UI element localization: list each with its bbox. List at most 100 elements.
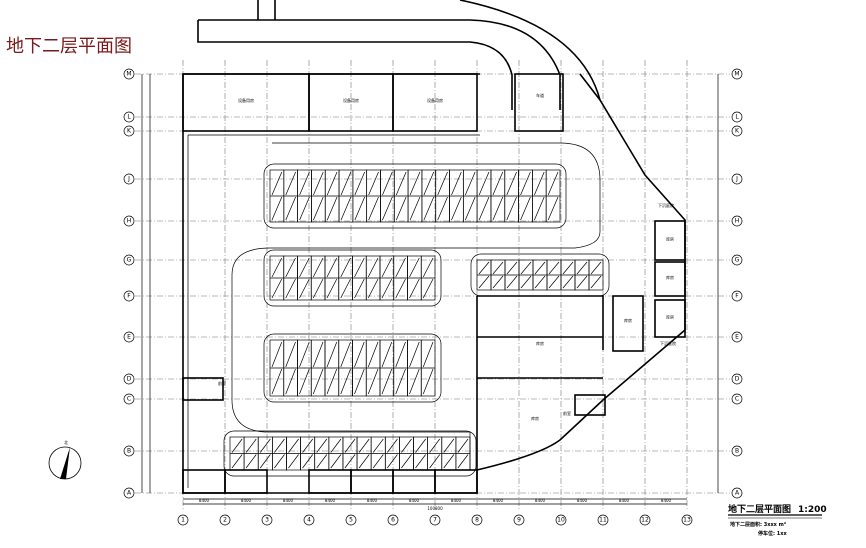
axis-label-H-right: H	[735, 218, 740, 225]
parking-stall-marking	[288, 438, 299, 453]
north-label: 北	[64, 439, 68, 445]
parking-stall-marking	[534, 171, 545, 196]
parking-stall-marking	[590, 275, 602, 289]
storage-room	[654, 299, 686, 338]
axis-bubble-H	[123, 215, 135, 227]
parking-stall-marking	[285, 341, 296, 368]
title-block-parking: 停车位: 1xx	[758, 530, 787, 537]
parking-stall-marking	[520, 275, 532, 289]
title-block-scale: 1:200	[798, 505, 827, 515]
axis-bubble-M-right	[731, 68, 743, 80]
parking-stall-marking	[340, 171, 352, 196]
parking-stall-marking	[354, 368, 365, 395]
parking-stall-marking	[520, 171, 531, 196]
parking-stall-marking	[387, 438, 398, 453]
ramp-room	[514, 73, 564, 132]
parking-stall-marking	[382, 196, 393, 221]
parking-stall-marking	[562, 261, 574, 275]
axis-bubble-J-right	[731, 173, 743, 185]
parking-stall-marking	[245, 454, 257, 469]
parking-stall-marking	[520, 261, 532, 275]
parking-stall-marking	[548, 261, 560, 275]
axis-bubble-B-right	[731, 445, 743, 457]
parking-stall-marking	[340, 341, 351, 368]
axis-label-K-right: K	[735, 128, 740, 135]
parking-stall-marking	[465, 171, 476, 196]
parking-stall-marking	[313, 171, 324, 196]
parking-stall-marking	[372, 454, 384, 469]
axis-label-B-right: B	[735, 448, 739, 455]
parking-stall-marking	[520, 196, 531, 221]
parking-stall-marking	[429, 454, 441, 469]
axis-bubble-C-right	[731, 393, 743, 405]
axis-label-4: 4	[307, 517, 311, 524]
axis-bubble-9	[513, 514, 525, 526]
axis-bubble-H-right	[731, 215, 743, 227]
axis-bubble-K-right	[731, 125, 743, 137]
axis-label-3: 3	[265, 517, 269, 524]
north-arrow-icon	[60, 447, 70, 479]
parking-stall-marking	[354, 196, 365, 221]
axis-label-B: B	[127, 448, 131, 455]
parking-stall-marking	[429, 438, 441, 453]
axis-label-M-right: M	[734, 71, 739, 78]
axis-bubble-F	[123, 290, 135, 302]
parking-stall-marking	[344, 438, 356, 453]
room-label: 前室	[563, 410, 571, 416]
parking-stall-marking	[478, 275, 490, 289]
axis-bubble-E	[123, 331, 135, 343]
room-label: 库房	[624, 317, 632, 323]
room-label: 前室	[218, 380, 226, 386]
parking-stall-marking	[288, 454, 299, 469]
parking-stall-marking	[367, 257, 379, 278]
axis-label-H: H	[127, 218, 132, 225]
equipment-room	[182, 469, 226, 494]
axis-label-M: M	[126, 71, 131, 78]
parking-stall-marking	[465, 196, 476, 221]
parking-stall-marking	[395, 171, 407, 196]
parking-stall-marking	[231, 438, 243, 453]
parking-stall-marking	[576, 275, 588, 289]
parking-stall-marking	[451, 196, 462, 221]
axis-label-13: 13	[683, 517, 691, 524]
axis-bubble-C	[123, 393, 135, 405]
axis-bubble-5	[345, 514, 357, 526]
parking-stall-marking	[368, 171, 379, 196]
axis-bubble-G-right	[731, 254, 743, 266]
inner-wall	[187, 134, 480, 488]
room-label: 设备用房	[343, 97, 359, 103]
parking-stall-marking	[492, 261, 504, 275]
parking-stall-marking	[285, 368, 296, 395]
room-label: 下沉庭院	[658, 202, 674, 208]
parking-stall-marking	[271, 257, 283, 278]
axis-bubble-A	[123, 487, 135, 499]
axis-bubble-1	[177, 514, 189, 526]
axis-label-A-right: A	[735, 490, 740, 497]
drawing-title: 地下二层平面图	[6, 36, 132, 57]
parking-stall-marking	[326, 341, 338, 368]
parking-stall-marking	[354, 171, 365, 196]
axis-label-2: 2	[223, 517, 227, 524]
title-block-title: 地下二层平面图	[728, 503, 791, 515]
parking-stall-marking	[231, 454, 243, 469]
parking-stall-marking	[302, 438, 313, 453]
axis-label-G-right: G	[735, 257, 740, 264]
parking-stall-marking	[381, 257, 393, 278]
axis-bubble-3	[261, 514, 273, 526]
parking-stall-marking	[478, 171, 490, 196]
storage-room	[654, 220, 686, 261]
axis-bubble-2	[219, 514, 231, 526]
storage-room	[654, 261, 686, 297]
parking-stall-marking	[330, 454, 342, 469]
parking-stall-marking	[457, 454, 469, 469]
parking-stall-marking	[492, 171, 504, 196]
axis-bubble-12	[639, 514, 651, 526]
parking-stall-marking	[492, 275, 504, 289]
axis-label-L-right: L	[735, 114, 739, 121]
axis-label-12: 12	[641, 517, 649, 524]
parking-stall-marking	[285, 171, 296, 196]
axis-label-A: A	[127, 490, 132, 497]
axis-label-5: 5	[349, 517, 353, 524]
axis-label-9: 9	[517, 517, 521, 524]
parking-stall-marking	[423, 196, 435, 221]
